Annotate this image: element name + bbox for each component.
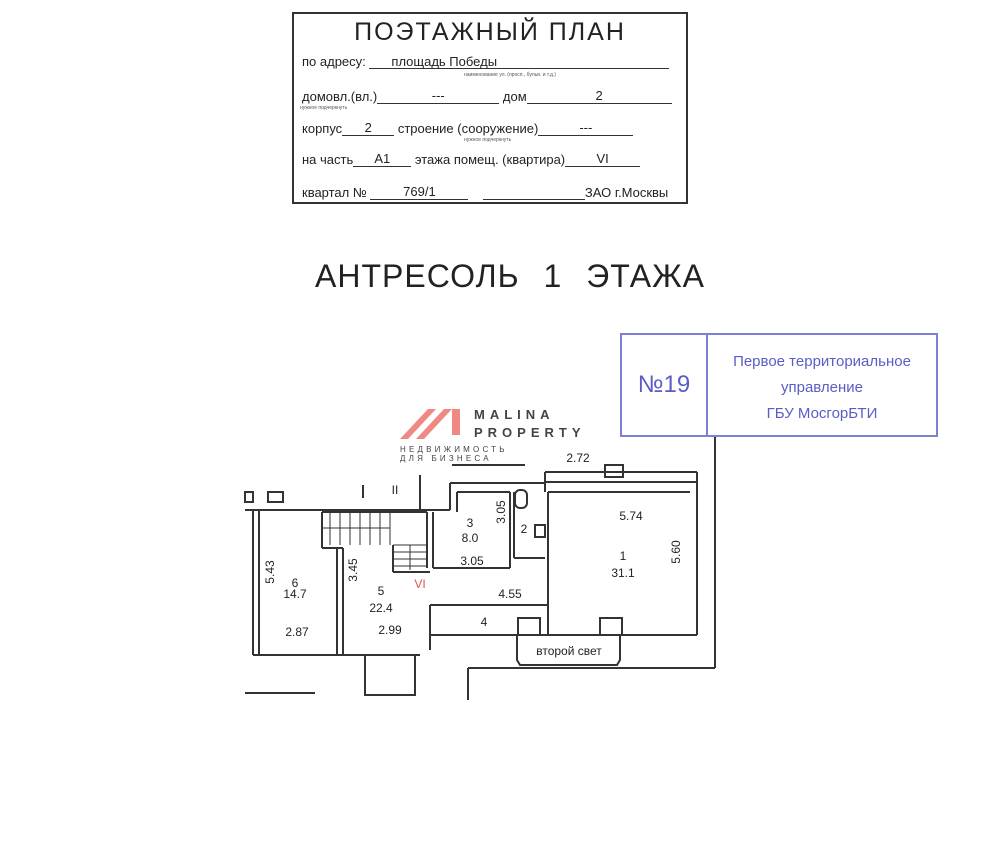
second-light-label: второй свет — [536, 644, 602, 658]
room-6-number: 6 — [292, 576, 299, 590]
chast-label: на часть — [302, 152, 354, 167]
korpus-label: корпус — [302, 121, 343, 136]
stamp-line3: ГБУ МосгорБТИ — [766, 405, 878, 422]
room-1-number: 1 — [620, 549, 627, 563]
room-1-area: 31.1 — [611, 566, 635, 580]
walls — [244, 437, 716, 700]
room-4-dim: 4.55 — [498, 587, 522, 601]
premise-label: VI — [414, 577, 425, 591]
room-1-dim-a: 5.74 — [619, 509, 643, 523]
stamp-line1: Первое территориальное — [733, 353, 911, 370]
watermark-line2: PROPERTY — [474, 425, 586, 440]
chast-value: А1 — [353, 151, 412, 167]
room-3-area: 8.0 — [462, 531, 479, 545]
address-value: площадь Победы — [369, 54, 670, 69]
title-block: ПОЭТАЖНЫЙ ПЛАН по адресу: площадь Победы… — [292, 12, 688, 204]
domovl-label: домовл.(вл.) — [302, 89, 378, 104]
stamp-line2: управление — [780, 379, 864, 396]
address-label: по адресу: — [302, 54, 366, 69]
stamp-number: №19 — [622, 335, 708, 435]
address-hint: наименование ул. (просп., бульв. и т.д.) — [464, 72, 556, 78]
room-5-dim-a: 3.45 — [346, 558, 360, 582]
kvartal-label: квартал № — [302, 185, 367, 200]
underline-hint-2: нужное подчеркнуть — [464, 137, 512, 143]
room-5-dim-b: 2.99 — [378, 623, 402, 637]
district: ЗАО г.Москвы — [584, 185, 669, 200]
stair-mark: II — [392, 483, 399, 497]
etazh-value: VI — [565, 151, 641, 167]
watermark-line3: НЕДВИЖИМОСТЬ ДЛЯ БИЗНЕСА — [400, 445, 508, 463]
room-3-number: 3 — [467, 516, 474, 530]
etazh-label: этажа помещ. (квартира) — [414, 152, 566, 167]
stroenie-label: строение (сооружение) — [397, 121, 539, 136]
room-4-number: 4 — [481, 615, 488, 629]
room-6-dim-a: 5.43 — [263, 560, 277, 584]
room-6-area: 14.7 — [283, 587, 307, 601]
domovl-value: --- — [377, 88, 500, 104]
room-6-dim-b: 2.87 — [285, 625, 309, 639]
kvartal-value: 769/1 — [370, 184, 469, 200]
room-3-dim-a: 3.05 — [494, 500, 508, 524]
room-5-area: 22.4 — [369, 601, 393, 615]
korpus-value: 2 — [342, 120, 395, 136]
stroenie-value: --- — [538, 120, 634, 136]
room-2-number: 2 — [521, 522, 528, 536]
underline-hint: нужное подчеркнуть — [300, 105, 348, 111]
floor-heading: АНТРЕСОЛЬ 1 ЭТАЖА — [315, 258, 705, 294]
dom-value: 2 — [526, 88, 672, 104]
dom-label: дом — [502, 89, 527, 104]
room-3-dim-b: 3.05 — [460, 554, 484, 568]
room-1-dim-b: 5.60 — [669, 540, 683, 564]
room-5-number: 5 — [378, 584, 385, 598]
watermark-line1: MALINA — [474, 407, 555, 422]
top-dim: 2.72 — [566, 451, 590, 465]
malina-logo-icon — [400, 409, 460, 439]
form-title: ПОЭТАЖНЫЙ ПЛАН — [354, 18, 626, 46]
bti-stamp: №19 Первое территориальное управление ГБ… — [620, 333, 938, 437]
